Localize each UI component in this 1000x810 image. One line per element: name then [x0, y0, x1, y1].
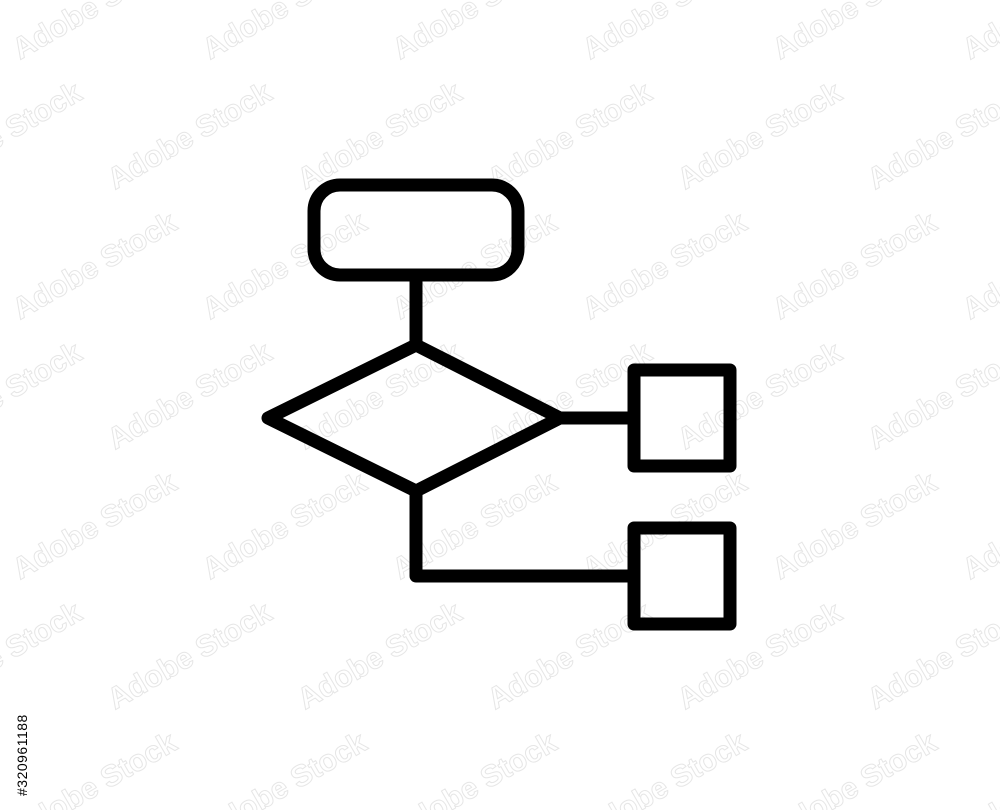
process-box-right: [627, 363, 737, 473]
decision-diamond: [261, 338, 567, 498]
process-box-bottom: [627, 521, 737, 631]
stock-id-label: #320961188: [14, 714, 30, 796]
connector-line-bottom: [409, 484, 641, 583]
terminator-shape: [307, 178, 525, 282]
